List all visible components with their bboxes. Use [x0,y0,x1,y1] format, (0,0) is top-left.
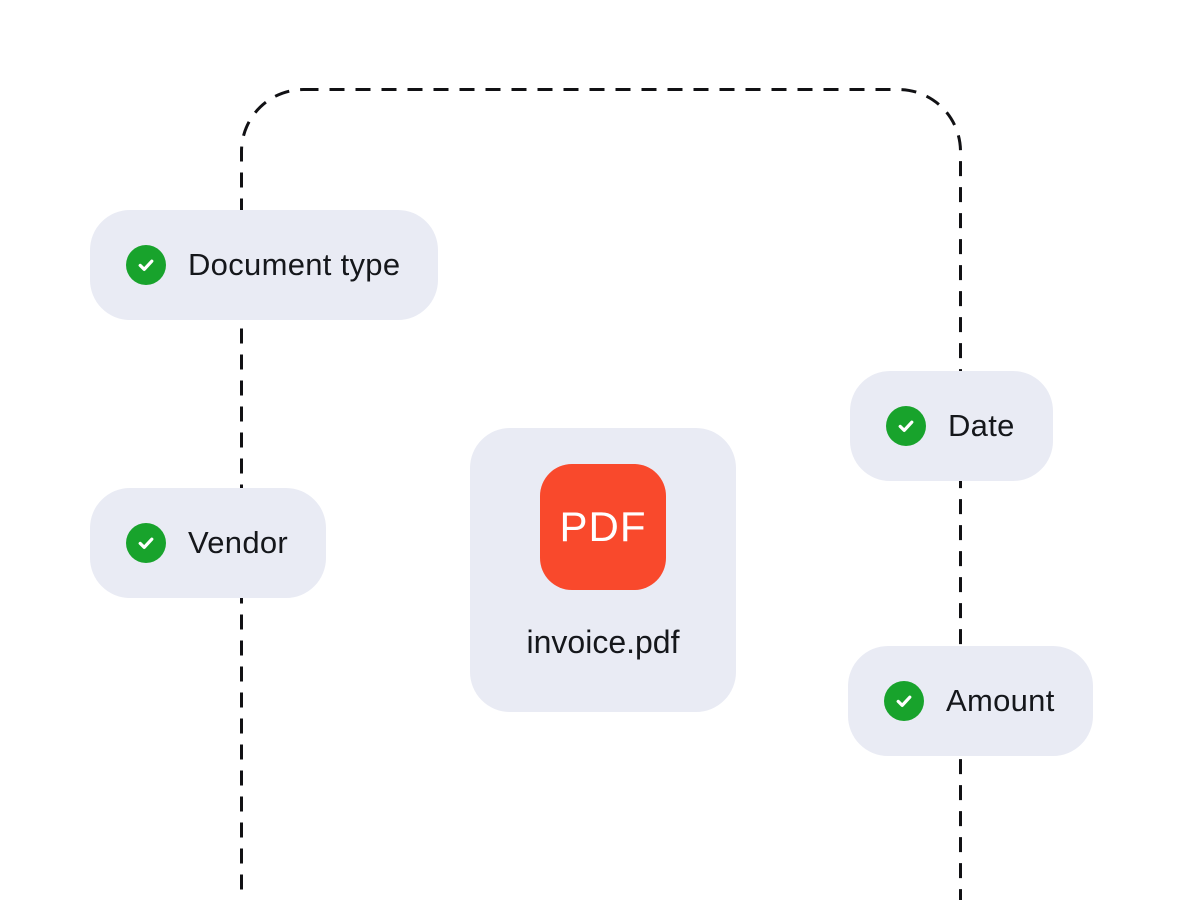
check-circle-icon [884,681,924,721]
field-label: Amount [946,683,1055,718]
field-chip-vendor: Vendor [90,488,327,598]
field-label: Vendor [188,525,289,560]
field-chip-amount: Amount [848,646,1093,756]
document-card: PDF invoice.pdf [470,428,736,712]
field-chip-date: Date [850,371,1053,481]
pdf-icon-label: PDF [559,503,647,550]
pdf-file-icon: PDF [540,464,666,590]
check-circle-icon [126,523,166,563]
field-chip-document-type: Document type [90,210,439,320]
file-name-label: invoice.pdf [526,624,680,660]
check-circle-icon [886,406,926,446]
field-label: Document type [188,247,401,282]
check-circle-icon [126,245,166,285]
field-label: Date [948,408,1015,443]
